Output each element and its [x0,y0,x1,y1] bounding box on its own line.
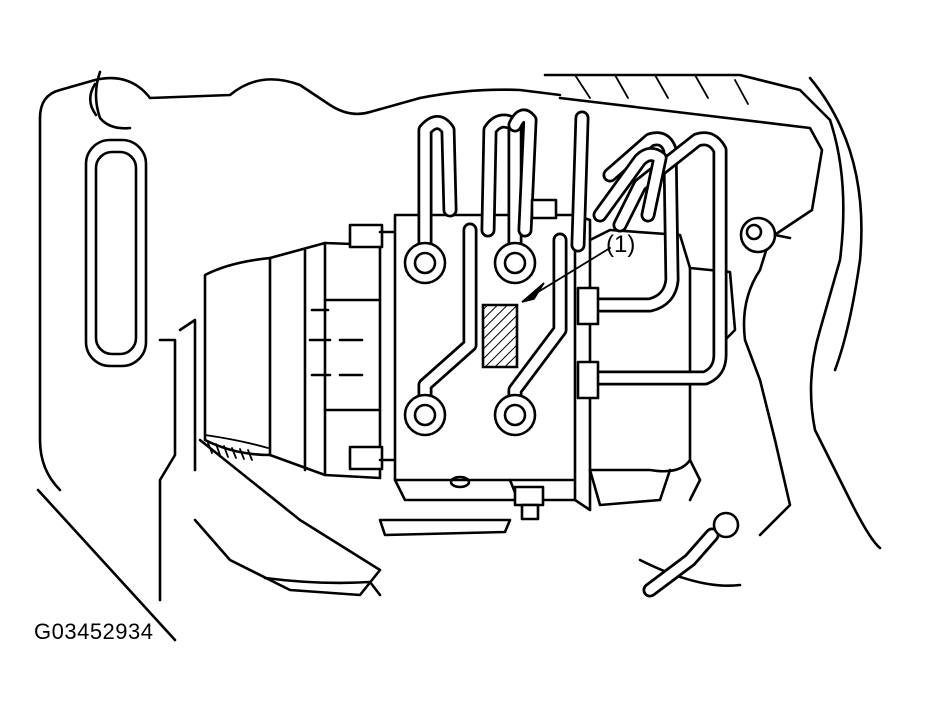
flare-nut-fittings [405,200,598,435]
mount-bracket-slot [86,140,146,366]
label-location-marker [483,248,610,367]
vehicle-body-outline [38,72,880,640]
mounting-bolts [515,218,790,537]
callout-1: (1) [606,231,635,258]
lower-bracket [160,320,510,600]
pump-motor-housing [205,225,395,478]
figure-id: G03452934 [34,619,154,644]
